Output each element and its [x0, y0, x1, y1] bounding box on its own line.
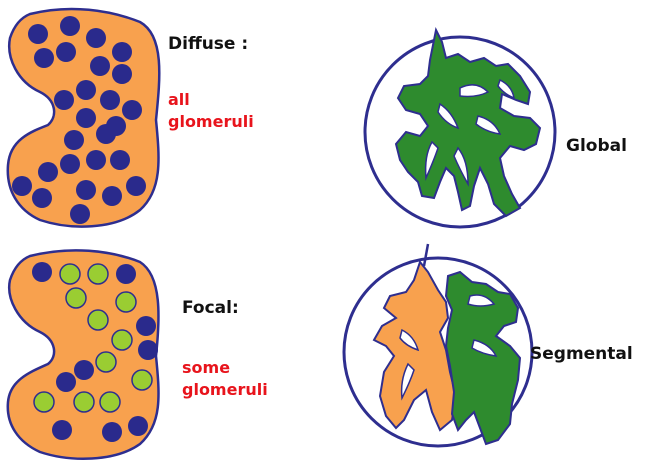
focal-label: Focal:: [182, 298, 239, 318]
focal-description-line-2: glomeruli: [182, 380, 268, 399]
global-glomerulus: [365, 30, 555, 227]
diffuse-description-line-1: all: [168, 90, 190, 109]
global-label: Global: [566, 136, 627, 156]
diffuse-label: Diffuse :: [168, 34, 248, 54]
diffuse-kidney: [8, 9, 160, 227]
segmental-label: Segmental: [530, 344, 633, 364]
segmental-glomerulus: [344, 244, 532, 446]
focal-description-line-1: some: [182, 358, 230, 377]
focal-kidney: [8, 250, 159, 458]
diffuse-description-line-2: glomeruli: [168, 112, 254, 131]
